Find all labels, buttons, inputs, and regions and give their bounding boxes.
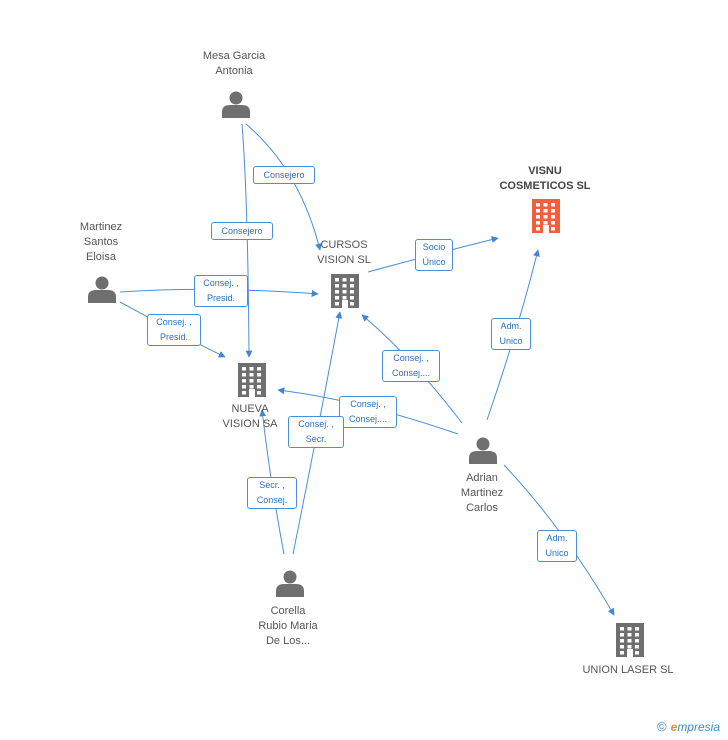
person-icon[interactable]: [222, 91, 250, 119]
edge-label-martinez-cursos[interactable]: Consej. , Presid.: [194, 275, 248, 307]
brand-name: mpresia: [677, 720, 720, 734]
edge-label-adrian-visnu[interactable]: Adm. Unico: [491, 318, 531, 350]
edge-label-adrian-nueva[interactable]: Consej. , Consej....: [339, 396, 397, 428]
edge-label-cursos-visnu[interactable]: Socio Único: [415, 239, 453, 271]
edge-label-mesa-cursos[interactable]: Consejero: [253, 166, 315, 184]
person-icon[interactable]: [88, 276, 116, 304]
edge-label-adrian-cursos[interactable]: Consej. , Consej....: [382, 350, 440, 382]
edge-label-corella-cursos[interactable]: Consej. , Secr.: [288, 416, 344, 448]
copyright-icon: ©: [657, 719, 667, 734]
edge-label-corella-nueva[interactable]: Secr. , Consej.: [247, 477, 297, 509]
node-label-mesa[interactable]: Mesa Garcia Antonia: [202, 50, 266, 77]
person-icon[interactable]: [276, 570, 304, 598]
node-label-cursos[interactable]: CURSOS VISION SL: [317, 239, 371, 266]
building-icon[interactable]: [532, 199, 560, 233]
footer-brand: ©empresia: [657, 719, 720, 734]
node-label-adrian[interactable]: Adrian Martinez Carlos: [460, 472, 504, 514]
building-icon[interactable]: [331, 274, 359, 308]
edge-mesa-to-nueva: [241, 123, 253, 358]
edge-label-mesa-nueva[interactable]: Consejero: [211, 222, 273, 240]
node-label-union[interactable]: UNION LASER SL: [582, 664, 674, 676]
edge-label-adrian-union[interactable]: Adm. Unico: [537, 530, 577, 562]
edge-label-martinez-nueva[interactable]: Consej. , Presid.: [147, 314, 201, 346]
building-icon[interactable]: [238, 363, 266, 397]
node-label-nueva[interactable]: NUEVA VISION SA: [222, 403, 278, 430]
person-icon[interactable]: [469, 437, 497, 465]
node-label-visnu[interactable]: VISNU COSMETICOS SL: [499, 165, 591, 192]
node-label-martinez[interactable]: Martinez Santos Eloisa: [79, 221, 123, 263]
brand-initial: e: [670, 720, 678, 734]
node-label-corella[interactable]: Corella Rubio Maria De Los...: [258, 605, 318, 647]
building-icon[interactable]: [616, 623, 644, 657]
